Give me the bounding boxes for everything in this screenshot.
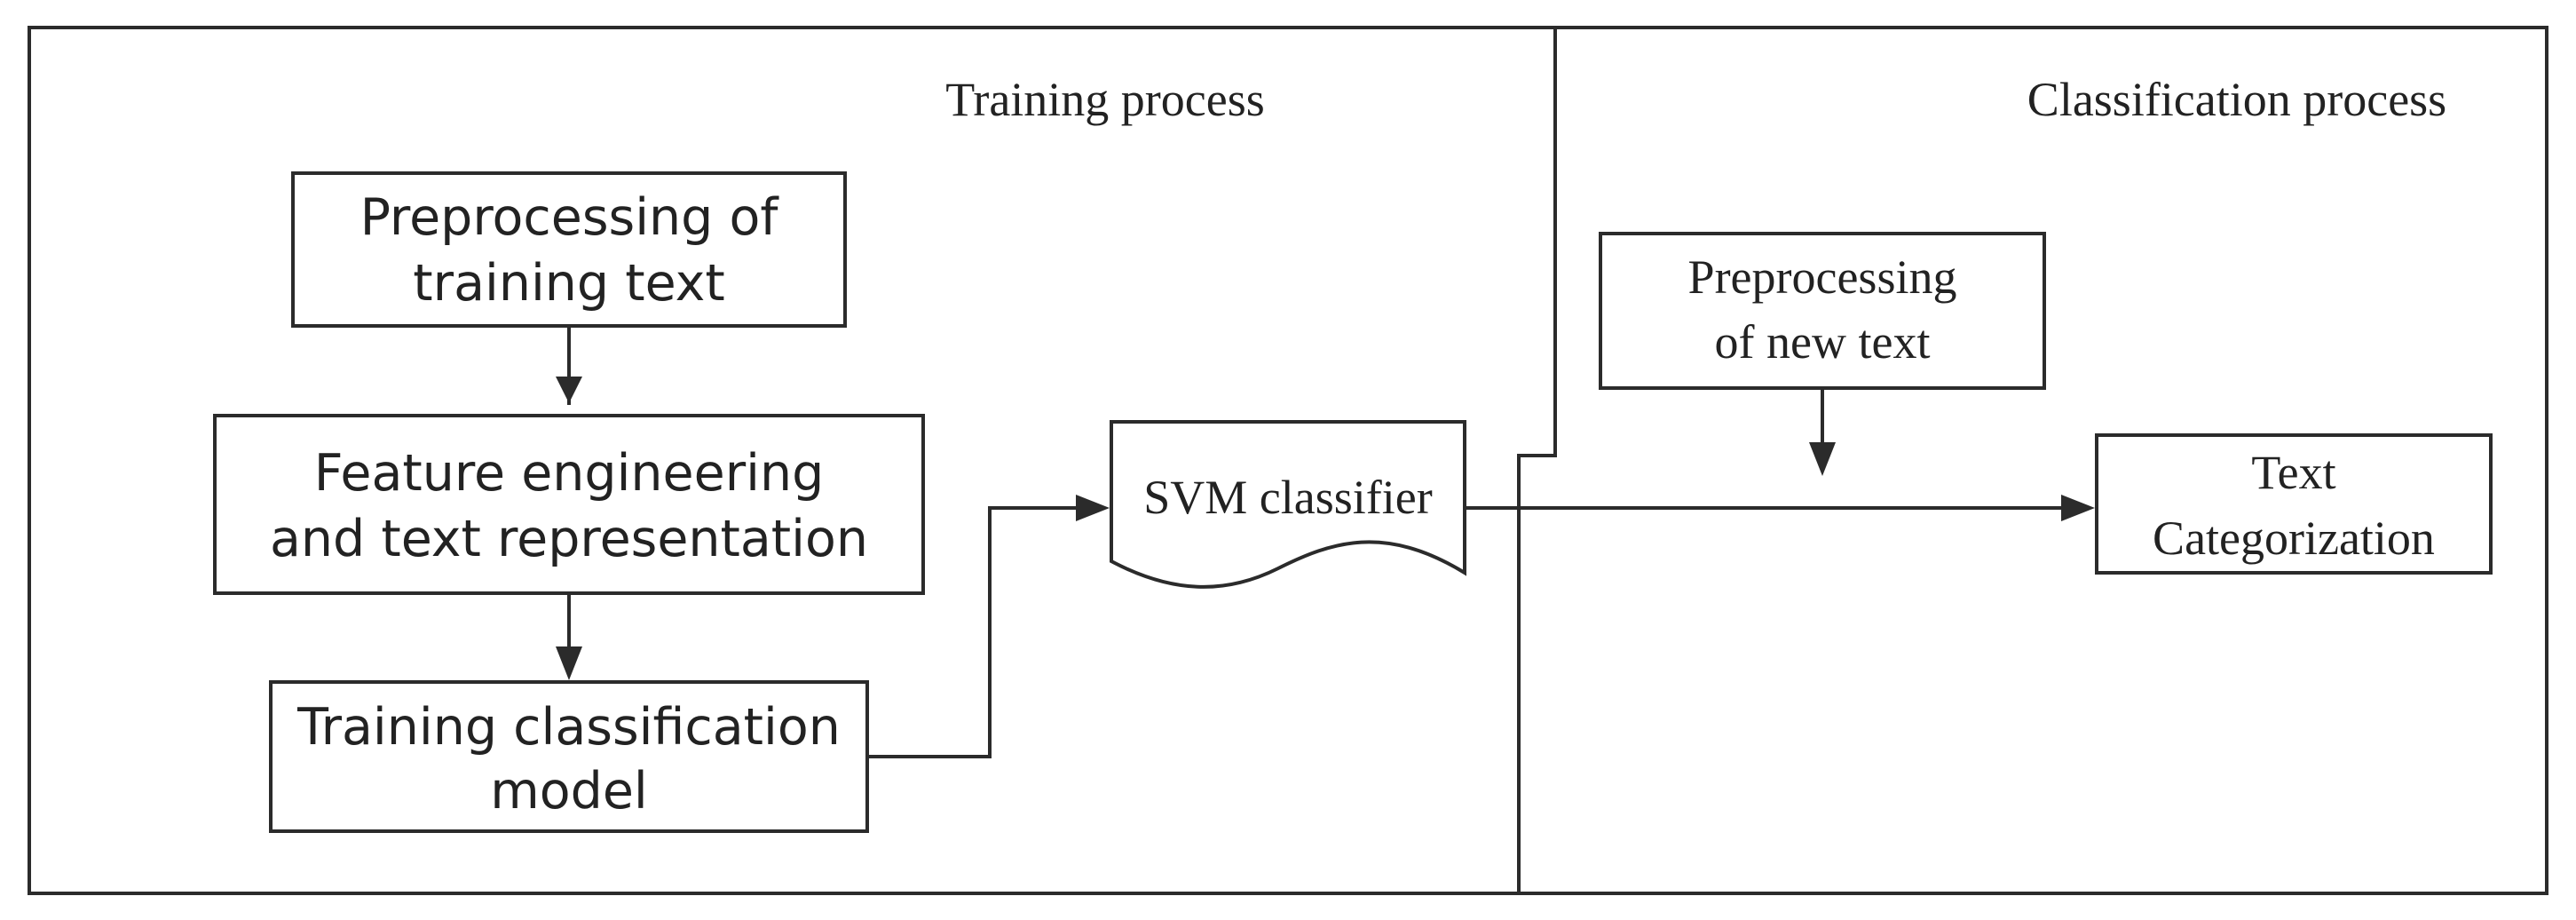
arrow-training-to-svm-head [1076, 495, 1110, 521]
feature-engineering-box: Feature engineering and text representat… [213, 414, 925, 595]
preprocessing-new-line-2: of new text [1715, 315, 1931, 369]
training-classification-model-box: Training classification model [269, 680, 869, 833]
preprocessing-training-line-2: training text [413, 254, 724, 313]
training-model-line-2: model [490, 762, 648, 821]
feature-engineering-line-2: and text representation [270, 510, 868, 568]
arrow-new-text-down-head [1809, 442, 1836, 476]
text-categorization-line-2: Categorization [2153, 512, 2435, 565]
preprocessing-training-text-box: Preprocessing of training text [291, 171, 847, 328]
section-divider [1517, 28, 1557, 893]
preprocessing-new-text-box: Preprocessing of new text [1599, 232, 2046, 390]
arrow-feature-to-training-head [556, 646, 582, 680]
training-process-title: Training process [945, 73, 1265, 126]
svm-classifier-document: SVM classifier [1110, 420, 1466, 589]
feature-engineering-line-1: Feature engineering [314, 444, 825, 503]
arrow-training-to-svm [867, 506, 1085, 758]
preprocessing-new-line-1: Preprocessing [1688, 250, 1957, 304]
text-categorization-line-1: Text [2251, 446, 2335, 499]
preprocessing-training-line-1: Preprocessing of [360, 188, 780, 247]
text-categorization-box: Text Categorization [2095, 433, 2493, 575]
svm-classifier-label: SVM classifier [1143, 471, 1432, 524]
outer-frame [28, 26, 2548, 895]
arrow-svm-to-categorization-head [2061, 495, 2095, 521]
training-model-line-1: Training classification [296, 698, 841, 757]
classification-process-title: Classification process [2027, 73, 2446, 126]
arrow-preprocessing-to-feature-head [556, 377, 582, 403]
